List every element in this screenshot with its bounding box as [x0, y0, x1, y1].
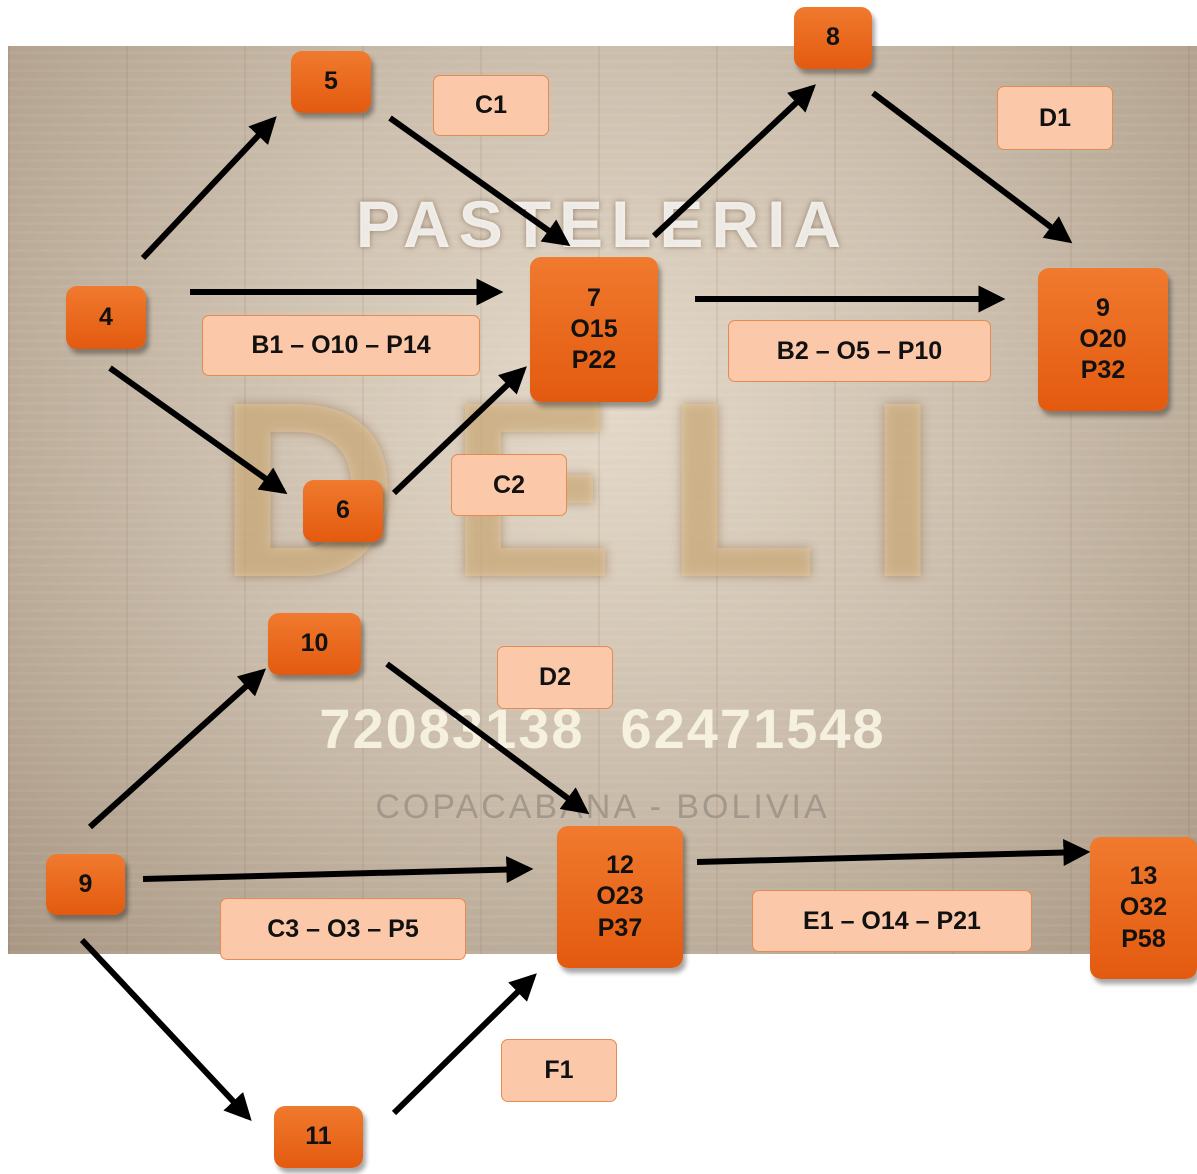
node-12-id: 12 [606, 851, 634, 880]
arrow-9-to-11 [79, 937, 252, 1121]
background-phone-2: 62471548 [620, 697, 886, 760]
node-13-earliest: O32 [1119, 893, 1168, 922]
node-7-id: 7 [587, 283, 601, 312]
arrow-4-to-5 [140, 116, 277, 261]
node-7-earliest: O15 [570, 314, 618, 343]
arrow-8-to-9 [871, 90, 1073, 244]
node-12-earliest: O23 [596, 882, 644, 911]
node-9-bottom: 9 [46, 854, 125, 915]
activity-label-c1: C1 [433, 75, 549, 136]
node-8: 8 [794, 7, 872, 69]
activity-label-c3: C3 – O3 – P5 [220, 898, 466, 960]
node-5-id: 5 [324, 67, 338, 96]
node-12-latest: P37 [597, 913, 643, 942]
activity-label-b1: B1 – O10 – P14 [202, 315, 480, 376]
arrow-7-to-8 [651, 84, 816, 239]
node-4: 4 [66, 286, 146, 349]
activity-label-f1: F1 [501, 1039, 617, 1102]
node-9-top-id: 9 [1096, 293, 1110, 322]
activity-label-c2: C2 [451, 454, 567, 516]
arrow-4-to-6 [108, 365, 288, 495]
activity-label-e1: E1 – O14 – P21 [752, 890, 1032, 952]
node-9-bottom-id: 9 [78, 869, 93, 898]
node-8-id: 8 [826, 23, 840, 52]
node-9-top: 9 O20 P32 [1038, 268, 1168, 411]
node-13: 13 O32 P58 [1090, 837, 1197, 979]
node-13-latest: P58 [1121, 924, 1166, 953]
node-11-id: 11 [305, 1122, 332, 1151]
node-9-top-latest: P32 [1080, 356, 1126, 385]
background-brand-top: PASTELERIA [355, 187, 850, 261]
arrow-10-to-12 [385, 661, 590, 815]
activity-label-d2: D2 [497, 646, 613, 709]
arrow-9-to-10 [87, 668, 267, 830]
background-location: COPACABANA - BOLIVIA [375, 788, 830, 826]
activity-label-b2: B2 – O5 – P10 [728, 320, 991, 382]
node-5: 5 [291, 51, 371, 113]
arrow-12-to-13 [696, 839, 1091, 867]
arrow-9-to-12 [142, 856, 534, 884]
node-6-id: 6 [336, 496, 350, 525]
node-7-latest: P22 [571, 346, 617, 375]
arrow-11-to-12 [391, 973, 537, 1116]
node-6: 6 [303, 480, 383, 542]
node-9-top-earliest: O20 [1079, 324, 1127, 353]
node-11: 11 [274, 1106, 363, 1168]
arrow-5-to-7 [388, 115, 571, 247]
node-13-id: 13 [1129, 862, 1158, 891]
activity-label-d1: D1 [997, 86, 1113, 150]
node-12: 12 O23 P37 [557, 826, 683, 968]
arrow-6-to-7 [391, 366, 527, 496]
node-7: 7 O15 P22 [530, 257, 658, 402]
node-10: 10 [268, 613, 361, 675]
node-4-id: 4 [99, 302, 113, 331]
node-10-id: 10 [300, 629, 329, 658]
